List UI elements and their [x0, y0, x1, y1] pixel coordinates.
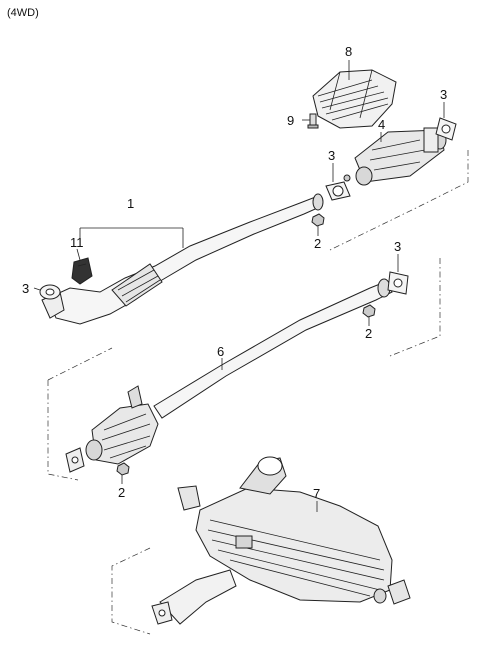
callout-9: 9 — [287, 113, 294, 128]
catalytic-converter-upper[interactable] — [343, 127, 447, 186]
nut-middle[interactable] — [362, 304, 376, 318]
callout-2-upper: 2 — [314, 236, 321, 251]
callout-4: 4 — [378, 117, 385, 132]
callout-11: 11 — [70, 235, 84, 250]
main-muffler[interactable] — [151, 456, 411, 625]
leader-line-11 — [76, 248, 81, 261]
catalytic-converter-lower[interactable] — [65, 385, 159, 473]
callout-1: 1 — [127, 196, 134, 211]
callout-2-lower: 2 — [118, 485, 125, 500]
front-pipe[interactable] — [41, 193, 324, 325]
heat-protector-shield[interactable] — [312, 69, 397, 129]
reference-dash-middle — [389, 258, 441, 357]
nut-upper[interactable] — [311, 213, 325, 227]
callout-3-upper-right: 3 — [440, 87, 447, 102]
callout-6: 6 — [217, 344, 224, 359]
callout-8: 8 — [345, 44, 352, 59]
reference-dash-left — [47, 347, 113, 481]
callout-2-middle: 2 — [365, 326, 372, 341]
variant-label: (4WD) — [7, 7, 39, 19]
reference-dash-upper — [329, 150, 469, 251]
reference-dash-lower — [111, 547, 151, 635]
nut-lower[interactable] — [116, 462, 130, 476]
callout-3-left: 3 — [22, 281, 29, 296]
callout-3-right: 3 — [394, 239, 401, 254]
center-pipe[interactable] — [153, 278, 393, 419]
bolt[interactable] — [302, 113, 319, 129]
leader-bracket-1 — [79, 227, 184, 248]
gasket-left[interactable] — [39, 284, 61, 300]
gasket-right[interactable] — [387, 271, 409, 295]
gasket-middle[interactable] — [325, 181, 351, 201]
clamp[interactable] — [71, 257, 93, 285]
callout-3-middle: 3 — [328, 148, 335, 163]
leader-line-3a — [33, 287, 41, 291]
callout-7: 7 — [313, 486, 320, 501]
gasket-upper-right[interactable] — [435, 117, 457, 141]
